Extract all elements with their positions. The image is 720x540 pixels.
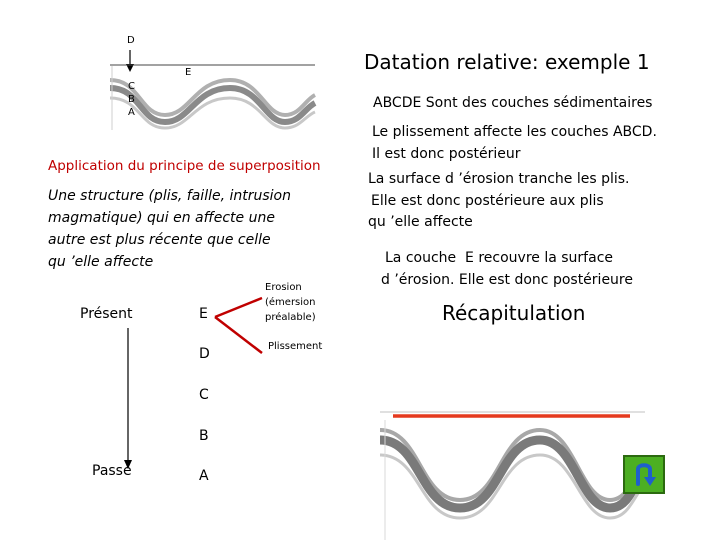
principle-heading: Application du principe de superposition (48, 158, 321, 174)
principle-text-line: qu ’elle affecte (48, 254, 154, 270)
layer-label-b: B (128, 94, 135, 105)
erosion-label: Erosion (265, 282, 302, 293)
timeline-present-label: Présent (80, 306, 133, 322)
timeline-past-label: Passé (92, 463, 132, 479)
explanation-line: Elle est donc postérieure aux plis (371, 193, 604, 209)
timeline-layer-a: A (199, 468, 209, 484)
timeline-layer-e: E (199, 306, 208, 322)
principle-text-line: Une structure (plis, faille, intrusion (48, 188, 291, 204)
recap-link[interactable]: Récapitulation (442, 301, 586, 325)
timeline-layer-d: D (199, 346, 210, 362)
layer-label-a: A (128, 107, 135, 118)
layer-label-c: C (128, 81, 135, 92)
explanation-line: ABCDE Sont des couches sédimentaires (373, 95, 653, 111)
timeline-layer-b: B (199, 428, 209, 444)
u-turn-arrow-icon (636, 463, 656, 486)
layer-label-d: D (127, 35, 135, 46)
back-button[interactable] (623, 455, 665, 494)
explanation-line: Le plissement affecte les couches ABCD. (372, 124, 657, 140)
timeline-layer-c: C (199, 387, 209, 403)
layer-label-e: E (185, 67, 192, 78)
erosion-label: préalable) (265, 312, 316, 323)
principle-text-line: magmatique) qui en affecte une (48, 210, 275, 226)
explanation-line: d ’érosion. Elle est donc postérieure (381, 272, 633, 288)
folding-label: Plissement (268, 341, 323, 352)
explanation-line: La couche E recouvre la surface (385, 250, 613, 266)
explanation-line: La surface d ’érosion tranche les plis. (368, 171, 630, 187)
explanation-line: Il est donc postérieur (372, 146, 521, 162)
principle-text-line: autre est plus récente que celle (48, 232, 271, 248)
erosion-label: (émersion (265, 297, 316, 308)
explanation-line: qu ’elle affecte (368, 214, 473, 230)
page-title: Datation relative: exemple 1 (364, 50, 650, 74)
